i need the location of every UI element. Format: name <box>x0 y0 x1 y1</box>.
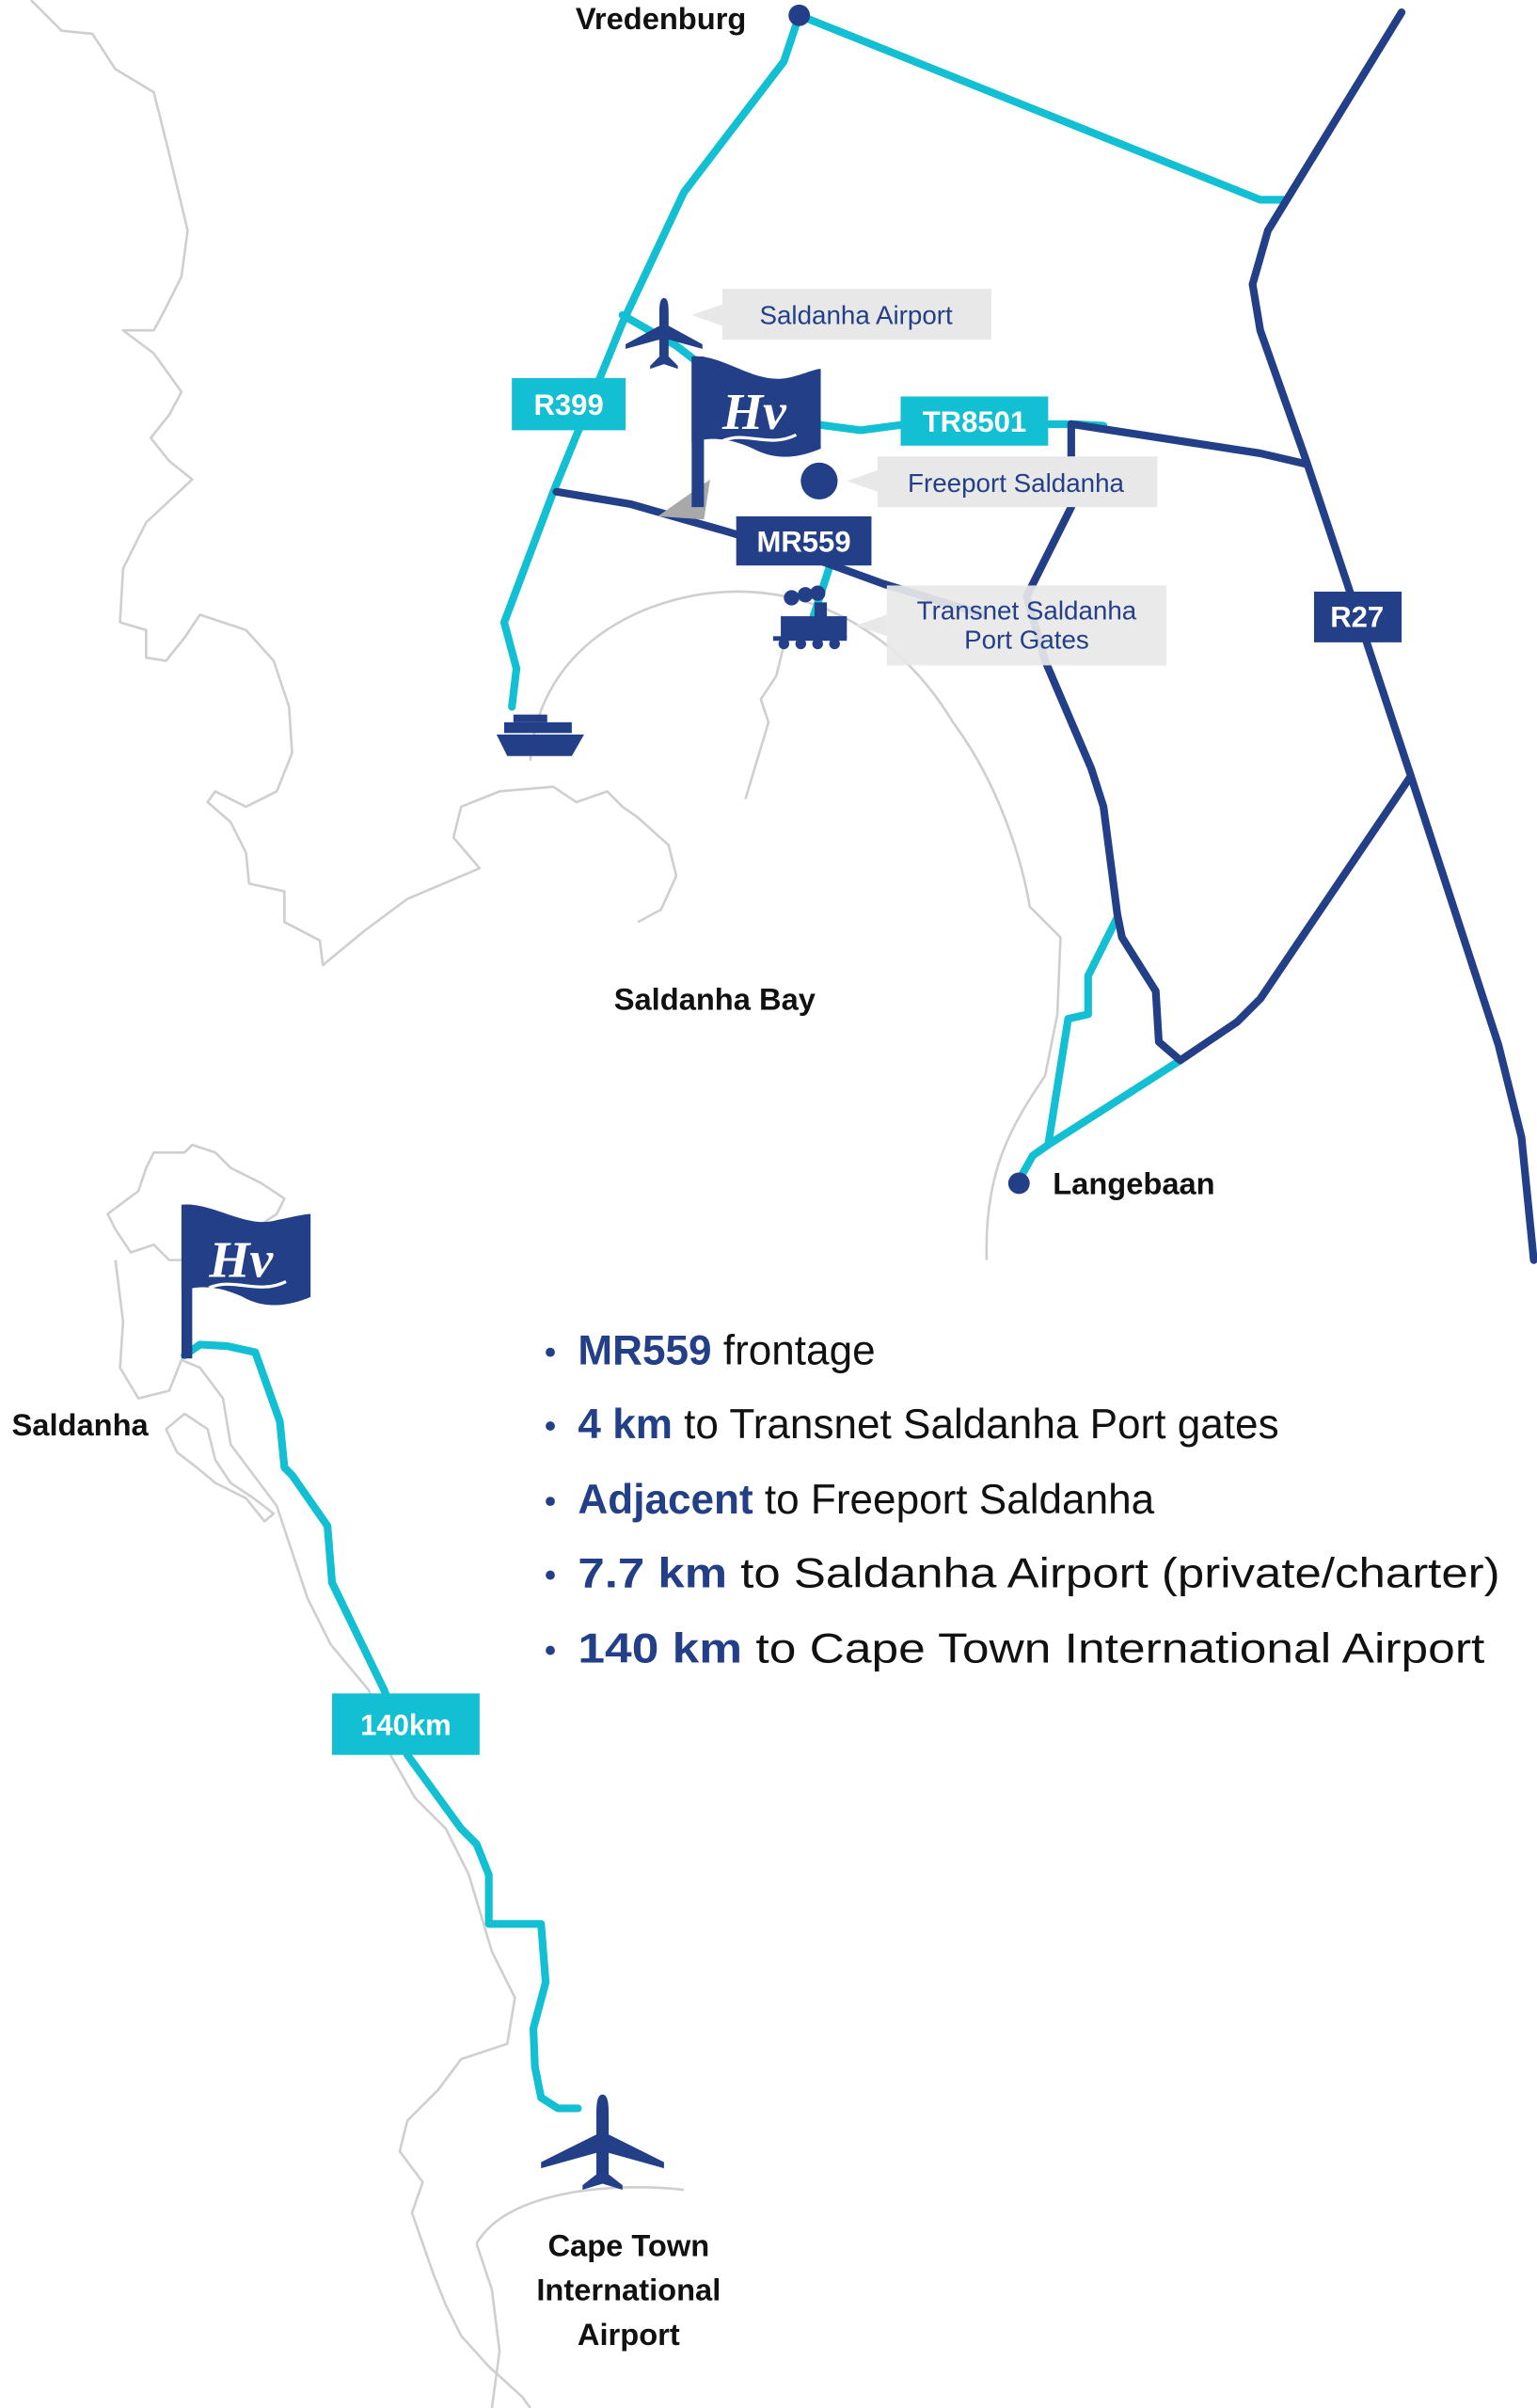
label-saldanha-bay: Saldanha Bay <box>614 981 816 1016</box>
svg-text:MR559 frontage: MR559 frontage <box>578 1328 875 1374</box>
feature-text: frontage <box>712 1328 876 1374</box>
feature-highlight: 140 km <box>578 1626 742 1672</box>
badge-140km-label: 140km <box>360 1708 452 1741</box>
badge-140km: 140km <box>332 1693 480 1755</box>
feature-text: to Freeport Saldanha <box>753 1477 1155 1523</box>
svg-text:140 km to Cape Town Internatio: 140 km to Cape Town International Airpor… <box>578 1626 1484 1672</box>
feature-highlight: MR559 <box>578 1328 711 1374</box>
train-icon <box>772 585 848 650</box>
feature-text: to Transnet Saldanha Port gates <box>673 1402 1279 1448</box>
ship-icon <box>496 714 584 756</box>
feature-text: to Cape Town International Airport <box>742 1626 1484 1672</box>
roads <box>181 8 1537 2113</box>
badge-mr559: MR559 <box>736 515 872 566</box>
feature-text: to Saldanha Airport (private/charter) <box>727 1551 1500 1597</box>
feature-item: MR559 frontage <box>546 1328 876 1374</box>
freeport-marker <box>800 462 838 499</box>
airplane-icon <box>626 297 703 370</box>
callout-transnet-text-1: Transnet Saldanha <box>917 595 1137 625</box>
feature-item: 7.7 km to Saldanha Airport (private/char… <box>546 1551 1500 1597</box>
hv-flag-logo-small-text: Hv <box>208 1232 274 1290</box>
label-vredenburg: Vredenburg <box>576 1 746 36</box>
callout-transnet-text-2: Port Gates <box>964 625 1089 654</box>
feature-highlight: Adjacent <box>578 1477 753 1523</box>
badge-r27: R27 <box>1313 591 1402 642</box>
hv-flag-logo-small: Hv <box>181 1204 311 1359</box>
svg-text:4 km to Transnet Saldanha Port: 4 km to Transnet Saldanha Port gates <box>578 1402 1278 1448</box>
label-cape-town-3: Airport <box>578 2317 680 2352</box>
badge-r27-label: R27 <box>1330 601 1384 634</box>
feature-highlight: 4 km <box>578 1402 673 1448</box>
hv-flag-logo: Hv <box>658 356 821 520</box>
hv-flag-logo-text: Hv <box>721 384 787 441</box>
vredenburg-marker <box>788 4 811 26</box>
badge-tr8501-label: TR8501 <box>923 405 1026 438</box>
langebaan-marker <box>1007 1172 1030 1195</box>
airplane-large-icon <box>541 2094 664 2191</box>
feature-item: 4 km to Transnet Saldanha Port gates <box>546 1402 1279 1448</box>
callout-saldanha-airport: Saldanha Airport <box>691 289 991 341</box>
label-langebaan: Langebaan <box>1053 1165 1214 1200</box>
badge-r399: R399 <box>512 377 626 431</box>
badge-mr559-label: MR559 <box>757 525 851 558</box>
feature-item: 140 km to Cape Town International Airpor… <box>546 1626 1484 1672</box>
label-saldanha: Saldanha <box>12 1407 150 1442</box>
svg-text:Adjacent to Freeport Saldanha: Adjacent to Freeport Saldanha <box>578 1477 1154 1523</box>
badge-tr8501: TR8501 <box>900 396 1049 446</box>
callout-transnet: Transnet Saldanha Port Gates <box>856 585 1167 666</box>
feature-item: Adjacent to Freeport Saldanha <box>546 1477 1155 1523</box>
callout-freeport-text: Freeport Saldanha <box>908 468 1125 498</box>
callout-saldanha-airport-text: Saldanha Airport <box>759 301 953 330</box>
svg-text:7.7 km to Saldanha Airport (pr: 7.7 km to Saldanha Airport (private/char… <box>578 1551 1499 1597</box>
callout-freeport: Freeport Saldanha <box>847 456 1158 508</box>
feature-list: MR559 frontage 4 km to Transnet Saldanha… <box>546 1328 1500 1672</box>
feature-highlight: 7.7 km <box>578 1551 727 1597</box>
coastline <box>29 0 1062 2408</box>
badge-r399-label: R399 <box>534 388 604 421</box>
label-cape-town-2: International <box>536 2273 721 2307</box>
label-cape-town-1: Cape Town <box>547 2227 709 2262</box>
